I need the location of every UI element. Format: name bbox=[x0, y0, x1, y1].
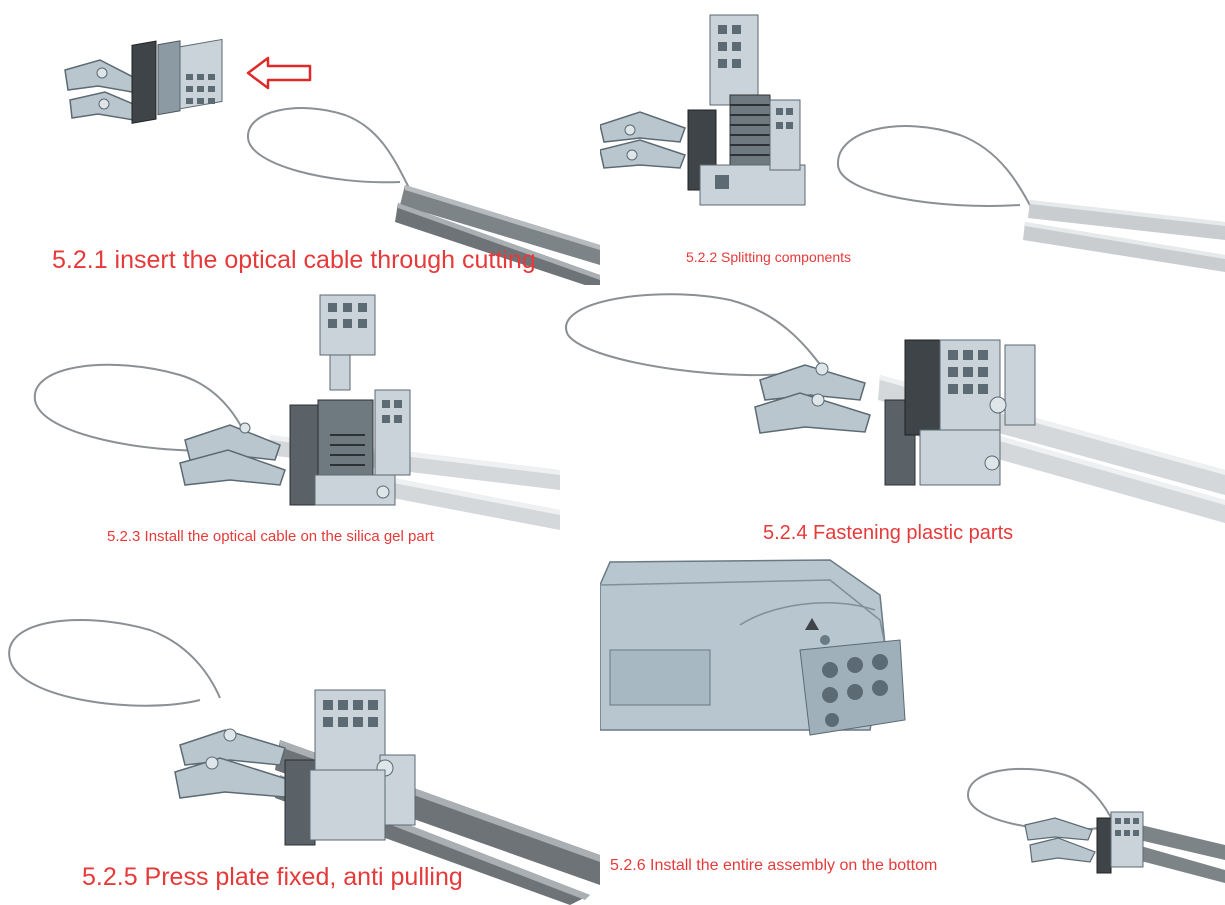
step-1-illustration bbox=[64, 38, 600, 285]
optical-cables bbox=[1118, 820, 1225, 883]
fiber-loop bbox=[565, 293, 823, 377]
fiber-loop bbox=[836, 125, 1036, 216]
clamp-assembly bbox=[64, 38, 223, 124]
optical-cables bbox=[395, 185, 600, 285]
step-2-illustration bbox=[600, 14, 1225, 272]
step-1-panel: 5.2.1 insert the optical cable through c… bbox=[0, 0, 600, 285]
step-3-panel: 5.2.3 Install the optical cable on the s… bbox=[0, 285, 560, 550]
step-5-illustration bbox=[8, 619, 600, 905]
exploded-components bbox=[600, 14, 806, 206]
step-3-illustration bbox=[33, 294, 560, 530]
step-5-caption: 5.2.5 Press plate fixed, anti pulling bbox=[82, 863, 463, 891]
enclosure-bottom bbox=[600, 559, 906, 736]
clamp-assembly bbox=[179, 294, 411, 506]
step-4-illustration bbox=[565, 293, 1225, 523]
step-1-caption: 5.2.1 insert the optical cable through c… bbox=[52, 246, 536, 274]
fiber-loop bbox=[966, 767, 1116, 831]
step-4-panel: 5.2.4 Fastening plastic parts bbox=[560, 285, 1225, 550]
step-6-illustration bbox=[600, 559, 1225, 883]
step-5-panel: 5.2.5 Press plate fixed, anti pulling bbox=[0, 550, 600, 905]
clamp-assembly bbox=[754, 339, 1036, 486]
clamp-assembly bbox=[174, 689, 416, 846]
optical-cables bbox=[1023, 200, 1225, 272]
step-2-caption: 5.2.2 Splitting components bbox=[686, 249, 851, 265]
fiber-loop bbox=[246, 107, 411, 191]
step-2-panel: 5.2.2 Splitting components bbox=[600, 0, 1225, 285]
step-3-caption: 5.2.3 Install the optical cable on the s… bbox=[107, 528, 434, 545]
step-6-caption: 5.2.6 Install the entire assembly on the… bbox=[610, 857, 938, 874]
fiber-loop bbox=[33, 363, 251, 452]
left-arrow-outline-icon bbox=[246, 56, 312, 90]
fiber-loop bbox=[8, 619, 221, 707]
step-6-panel: 5.2.6 Install the entire assembly on the… bbox=[600, 550, 1225, 905]
step-4-caption: 5.2.4 Fastening plastic parts bbox=[763, 522, 1014, 544]
clamp-assembly bbox=[1024, 811, 1144, 874]
